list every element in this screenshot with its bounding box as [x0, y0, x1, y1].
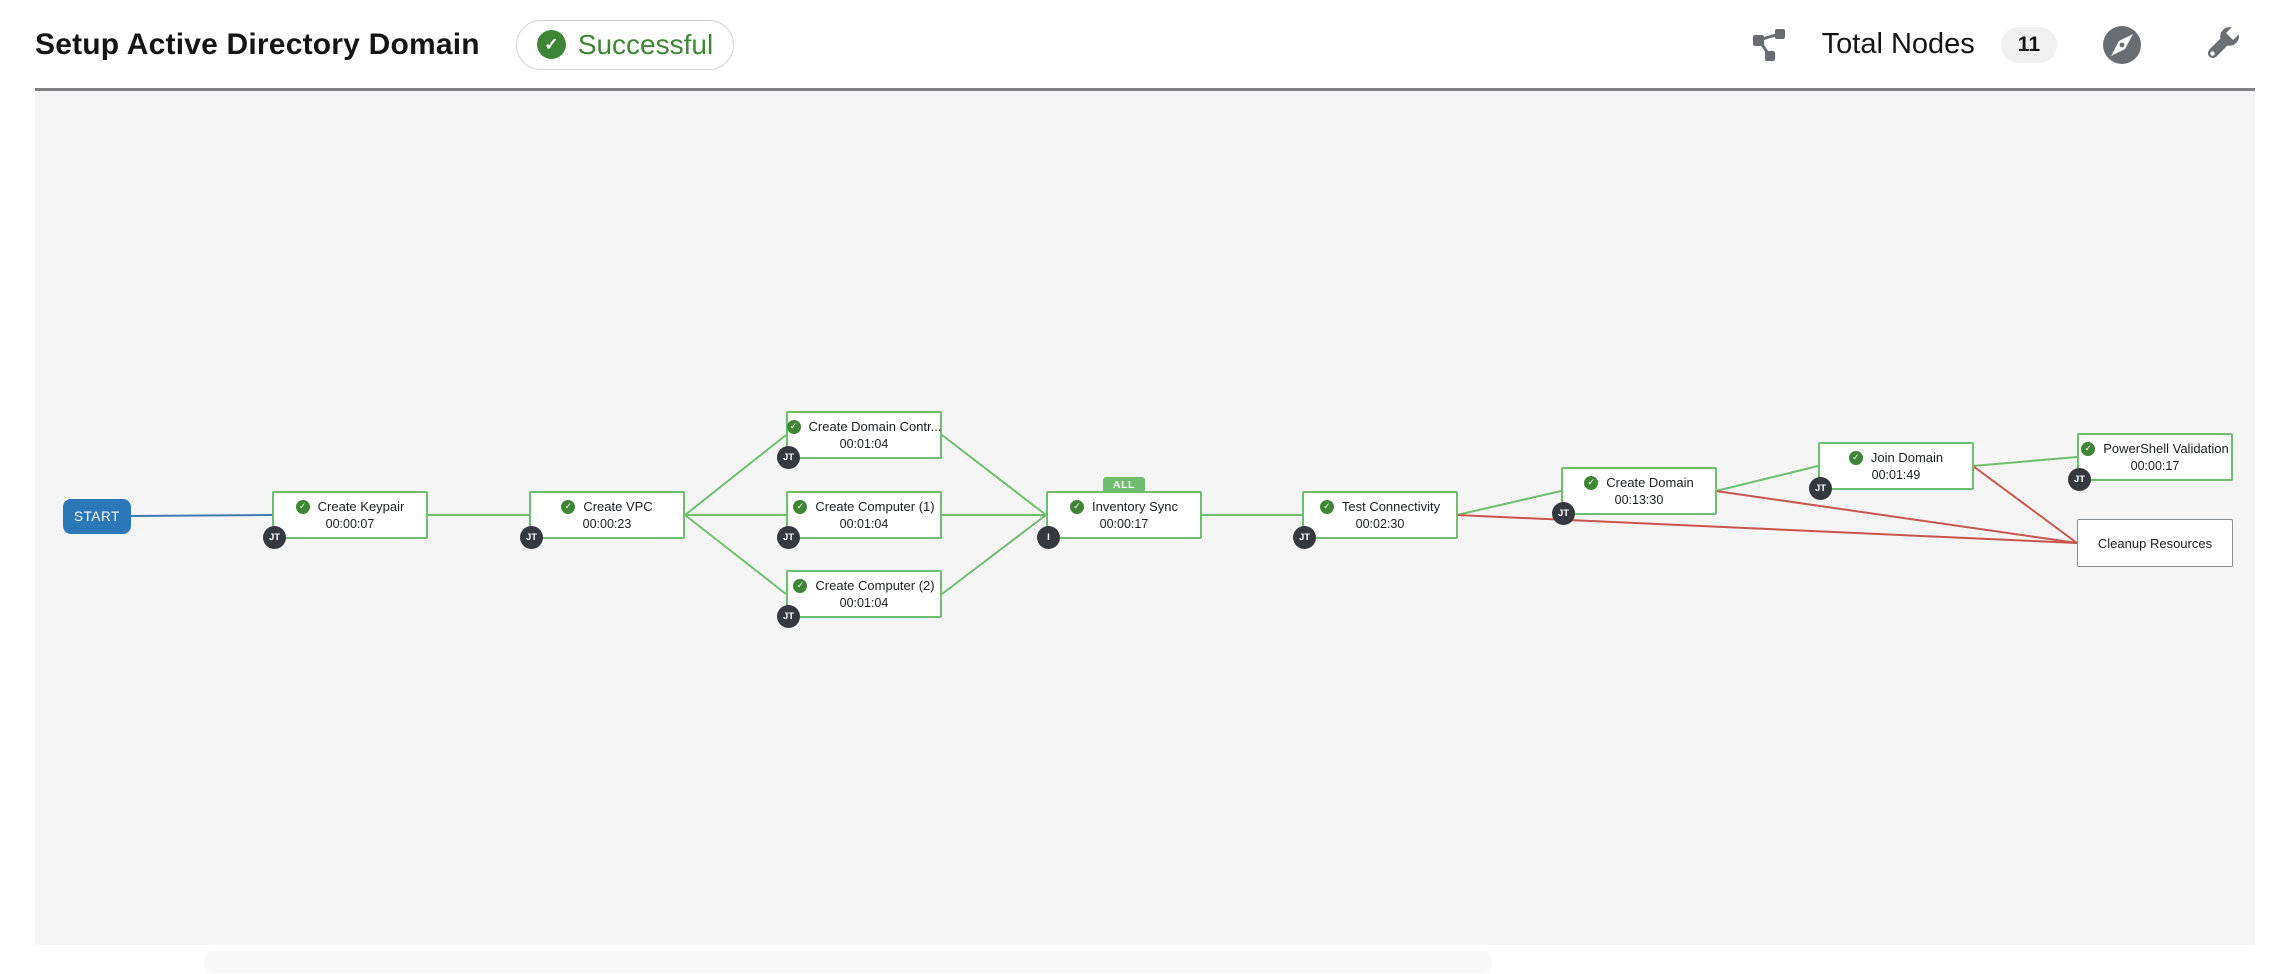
- node-success-icon: [2081, 441, 2096, 456]
- status-badge[interactable]: Successful: [515, 19, 735, 70]
- workflow-canvas[interactable]: START Create Keypair 00:00:07 JT Create …: [35, 91, 2255, 945]
- node-inventory-sync[interactable]: ALL Inventory Sync 00:00:17 I: [1037, 477, 1202, 549]
- node-label: Create Computer (1): [815, 499, 935, 514]
- node-create-domain[interactable]: Create Domain 00:13:30 JT: [1552, 467, 1717, 525]
- node-label: Test Connectivity: [1341, 499, 1441, 514]
- node-create-vpc[interactable]: Create VPC 00:00:23 JT: [520, 491, 685, 549]
- node-create-domain-controller[interactable]: Create Domain Contr... 00:01:04 JT: [777, 411, 942, 469]
- node-label: Create Keypair: [317, 499, 405, 514]
- node-label: Inventory Sync: [1092, 499, 1178, 514]
- node-elapsed-time: 00:01:04: [839, 437, 889, 451]
- node-success-icon: [295, 499, 310, 514]
- node-success-icon: [1070, 499, 1084, 514]
- workflow-header: Setup Active Directory Domain Successful…: [0, 0, 2290, 89]
- node-elapsed-time: 00:13:30: [1614, 493, 1664, 507]
- header-divider: [35, 88, 2255, 91]
- node-elapsed-time: 00:01:04: [839, 517, 889, 531]
- node-success-icon: [786, 419, 801, 434]
- start-node[interactable]: START: [63, 499, 131, 534]
- node-create-computer-1[interactable]: Create Computer (1) 00:01:04 JT: [777, 491, 942, 549]
- node-label: Create VPC: [583, 499, 653, 514]
- node-label: Cleanup Resources: [2097, 535, 2213, 551]
- node-type-badge: JT: [777, 446, 800, 469]
- page-title: Setup Active Directory Domain: [35, 27, 480, 61]
- node-success-icon: [793, 578, 808, 593]
- node-success-icon: [1848, 450, 1863, 465]
- node-label: Create Computer (2): [815, 578, 935, 593]
- sitemap-icon: [1752, 28, 1788, 62]
- node-cleanup-resources[interactable]: Cleanup Resources: [2077, 519, 2233, 567]
- node-type-badge: JT: [777, 605, 800, 628]
- node-test-connectivity[interactable]: Test Connectivity 00:02:30 JT: [1293, 491, 1458, 549]
- tools-wrench-icon[interactable]: [2199, 23, 2243, 67]
- node-type-badge: JT: [1552, 502, 1575, 525]
- node-create-computer-2[interactable]: Create Computer (2) 00:01:04 JT: [777, 570, 942, 628]
- node-type-badge: JT: [1293, 526, 1316, 549]
- total-nodes-count: 11: [2000, 26, 2057, 63]
- node-label: Join Domain: [1870, 450, 1944, 465]
- node-elapsed-time: 00:00:17: [1099, 517, 1149, 531]
- convergence-all-tag: ALL: [1103, 477, 1145, 493]
- node-elapsed-time: 00:02:30: [1355, 517, 1405, 531]
- node-label: Create Domain: [1606, 475, 1694, 490]
- node-success-icon: [1584, 475, 1599, 490]
- node-elapsed-time: 00:00:17: [2130, 459, 2180, 473]
- node-label: PowerShell Validation: [2103, 441, 2229, 456]
- node-type-badge: I: [1037, 526, 1060, 549]
- node-label: Create Domain Contr...: [808, 419, 942, 434]
- node-elapsed-time: 00:00:23: [582, 517, 632, 531]
- node-type-badge: JT: [777, 526, 800, 549]
- node-elapsed-time: 00:01:04: [839, 596, 889, 610]
- node-create-keypair[interactable]: Create Keypair 00:00:07 JT: [263, 491, 428, 549]
- node-elapsed-time: 00:00:07: [325, 517, 375, 531]
- node-success-icon: [1319, 499, 1334, 514]
- node-powershell-validation[interactable]: PowerShell Validation 00:00:17 JT: [2068, 433, 2233, 491]
- total-nodes-label: Total Nodes: [1821, 28, 1975, 60]
- success-check-icon: [536, 30, 566, 59]
- node-type-badge: JT: [520, 526, 543, 549]
- node-elapsed-time: 00:01:49: [1871, 468, 1921, 482]
- legend-compass-icon[interactable]: [2101, 24, 2143, 66]
- node-type-badge: JT: [263, 526, 286, 549]
- node-join-domain[interactable]: Join Domain 00:01:49 JT: [1809, 442, 1974, 500]
- workflow-edges: [130, 434, 2078, 595]
- bottom-scroll-area: [204, 951, 1492, 973]
- node-type-badge: JT: [2068, 468, 2091, 491]
- node-type-badge: JT: [1809, 477, 1832, 500]
- status-badge-label: Successful: [577, 28, 714, 60]
- node-success-icon: [561, 499, 576, 514]
- node-success-icon: [793, 499, 808, 514]
